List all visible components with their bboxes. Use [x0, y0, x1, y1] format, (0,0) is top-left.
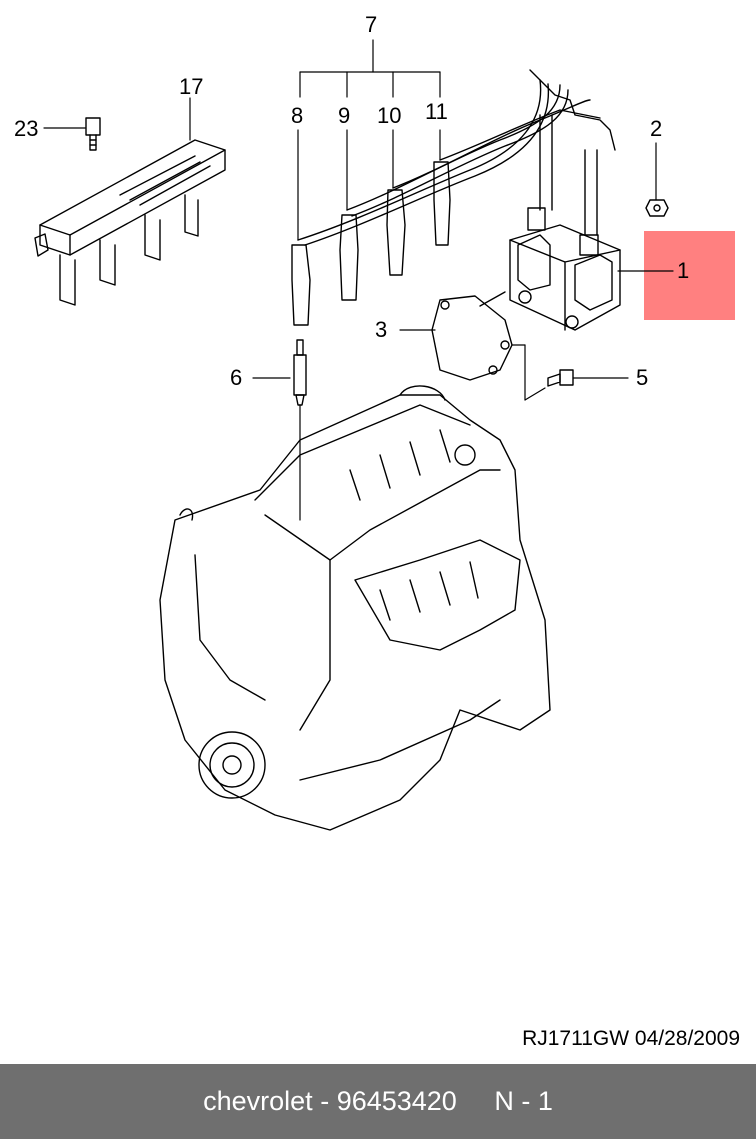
footer-separator: - [312, 1086, 337, 1116]
callout-2: 2 [650, 116, 663, 141]
callout-10: 10 [377, 103, 402, 128]
drawing-code-label: RJ1711GW 04/28/2009 [522, 1027, 740, 1050]
callout-6: 6 [230, 365, 243, 390]
fuel-rail-17 [34, 139, 226, 306]
callout-17: 17 [179, 74, 204, 99]
engine-assembly [159, 385, 551, 831]
footer-gap [457, 1086, 495, 1117]
ignition-coil-1 [509, 207, 621, 331]
bolt-5 [547, 369, 574, 387]
callout-7: 7 [365, 12, 378, 37]
nut-2 [645, 199, 669, 217]
callout-11: 11 [425, 99, 448, 124]
plug-boots [291, 161, 451, 326]
spark-plug-6 [293, 339, 307, 406]
footer-brand: chevrolet [203, 1086, 313, 1116]
bolt-23 [85, 117, 101, 151]
callout-1: 1 [677, 258, 690, 283]
callout-8: 8 [291, 103, 304, 128]
bracket-3 [431, 291, 513, 381]
ignition-wires [297, 69, 616, 246]
callout-5: 5 [636, 365, 649, 390]
footer-part-number: 96453420 [336, 1086, 457, 1116]
exploded-view-drawing [34, 39, 674, 831]
leader-lines [43, 39, 674, 521]
footer-bar: chevrolet - 96453420 N - 1 [0, 1064, 756, 1139]
highlight-marker-part-1 [644, 231, 735, 320]
footer-position: N - 1 [494, 1086, 553, 1116]
callout-23: 23 [14, 116, 39, 141]
callout-3: 3 [375, 317, 388, 342]
callout-9: 9 [338, 103, 351, 128]
